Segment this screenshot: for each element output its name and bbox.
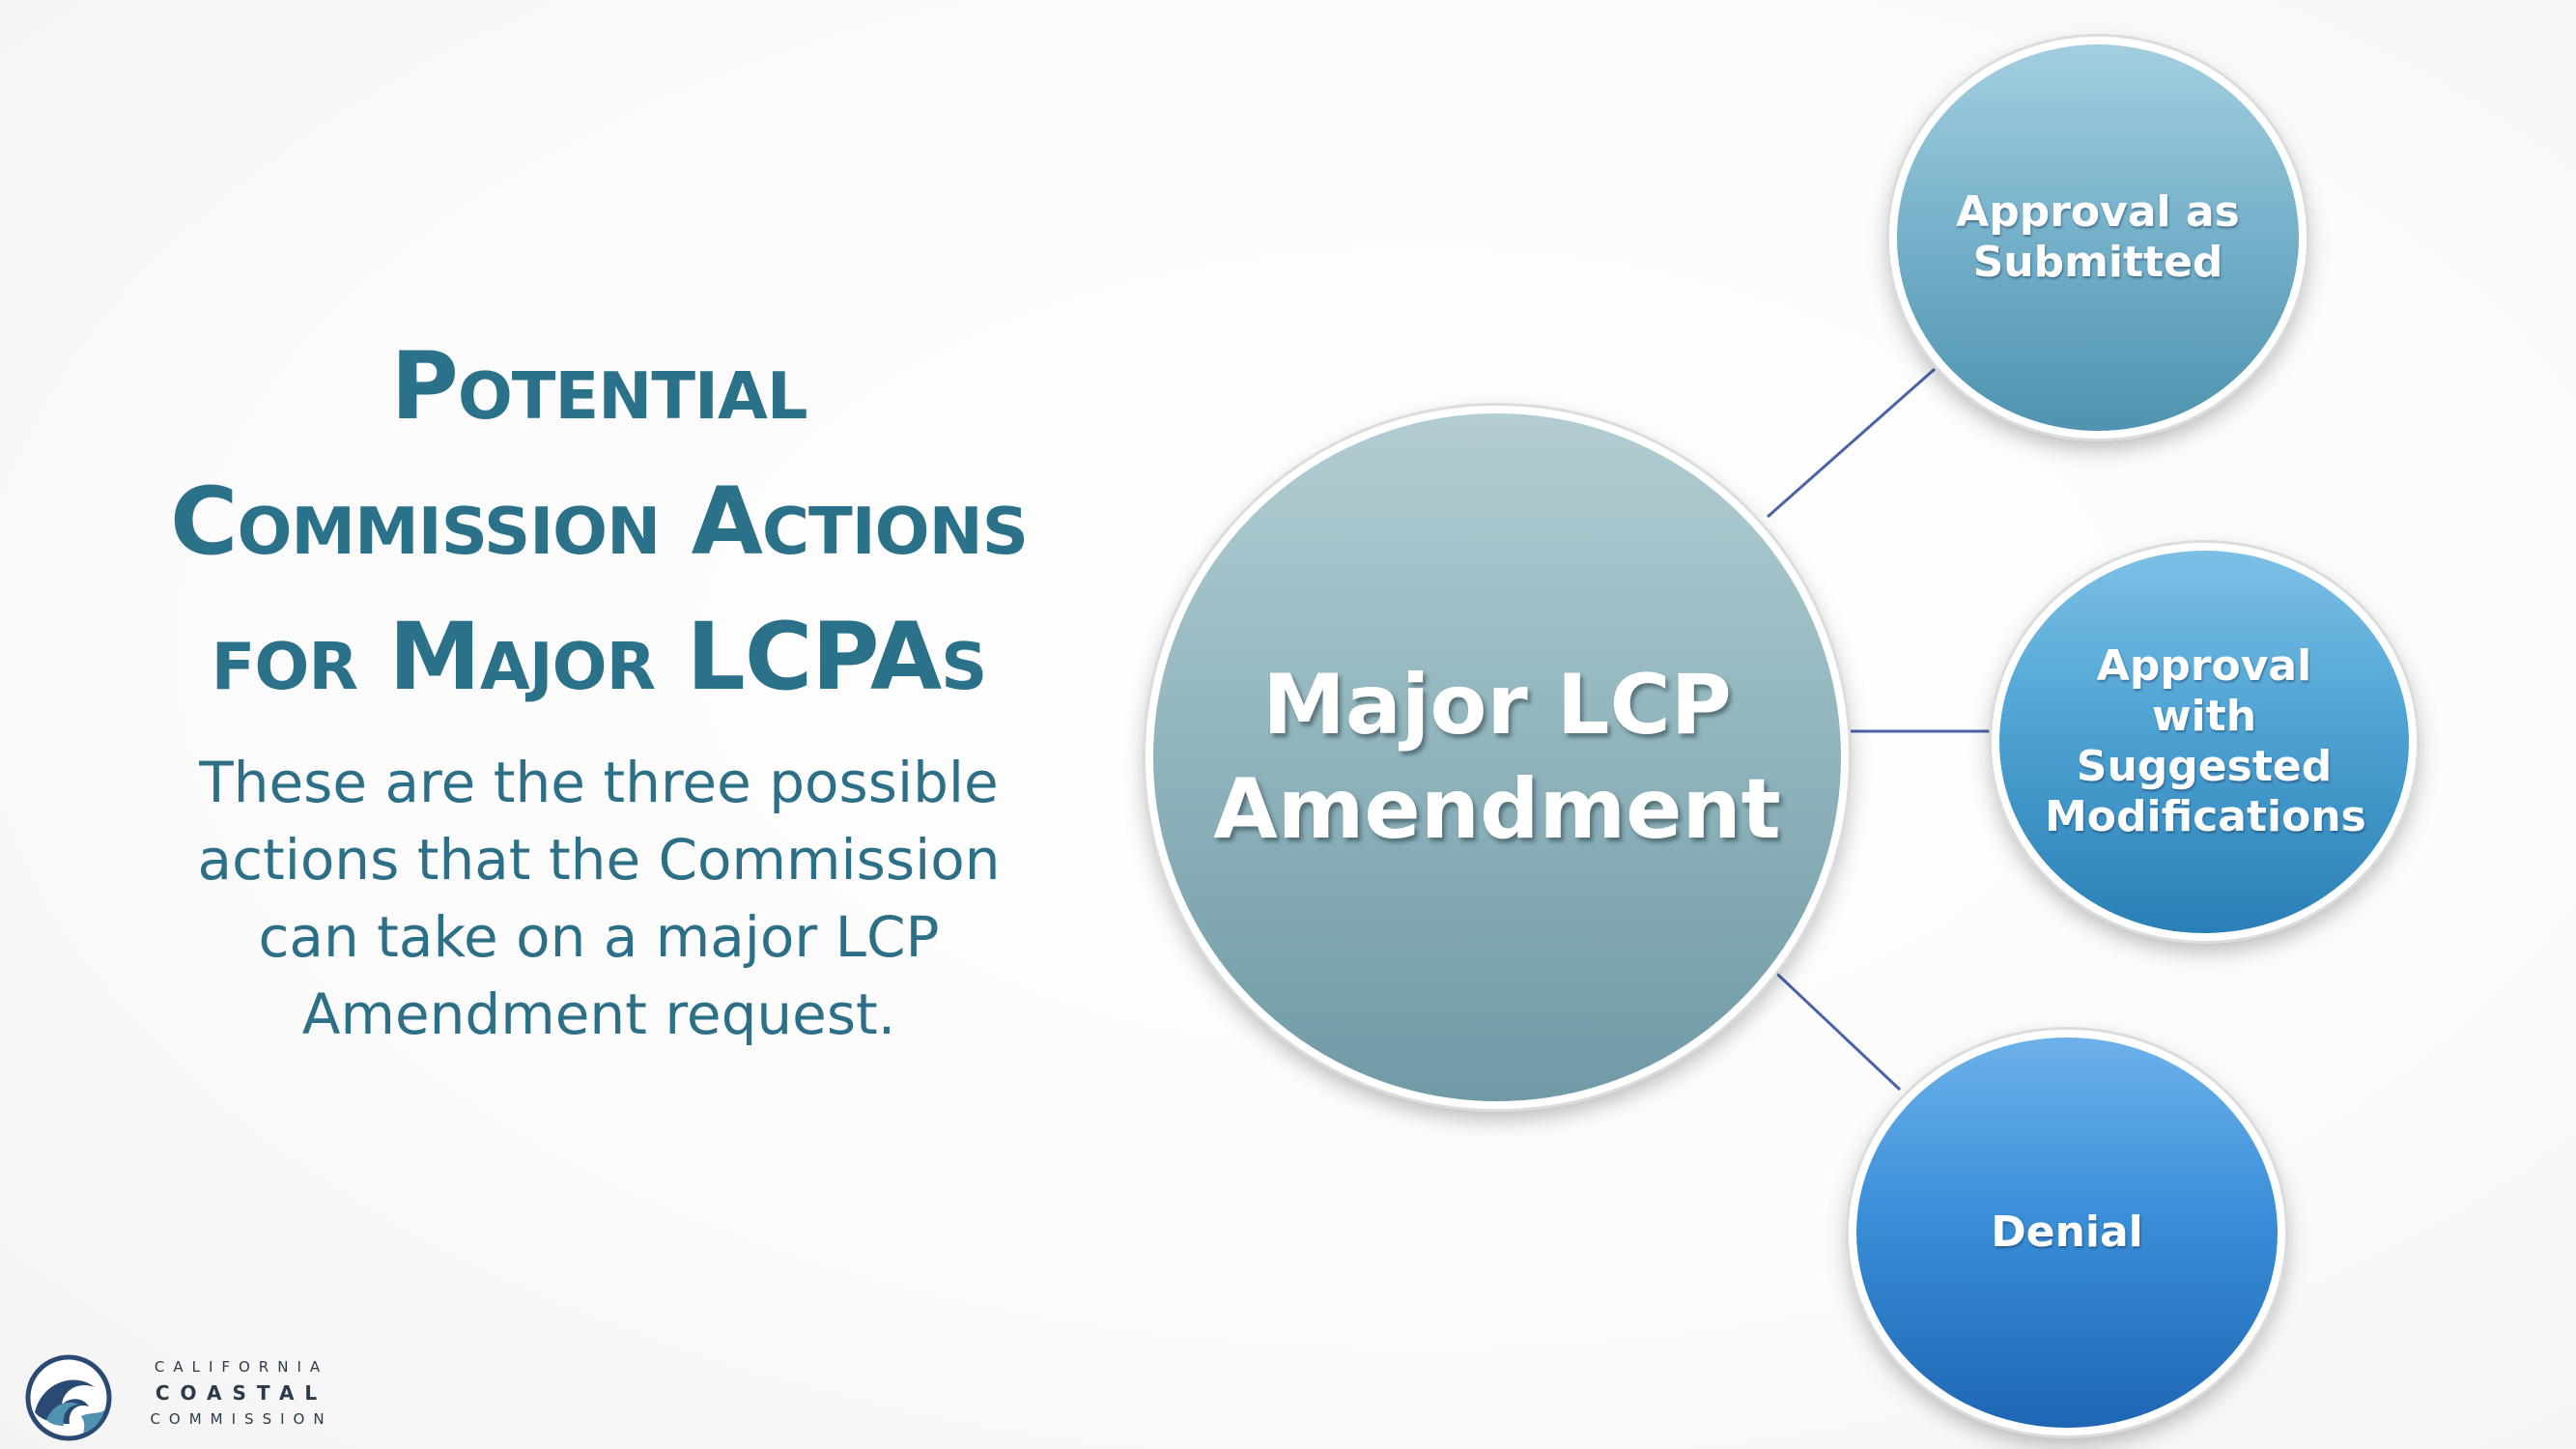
- outcome-label-approval-as-submitted: Approval as Submitted: [1956, 187, 2240, 287]
- coastal-commission-logo: CALIFORNIA COASTAL COMMISSION: [25, 1354, 344, 1441]
- center-node: Major LCP Amendment: [1146, 406, 1849, 1109]
- outcome-node-approval-as-submitted: Approval as Submitted: [1889, 37, 2307, 439]
- title-line-1: Potential: [390, 332, 807, 440]
- logo-wordmark: CALIFORNIA COASTAL COMMISSION: [126, 1354, 357, 1432]
- logo-line-1: CALIFORNIA: [154, 1358, 329, 1376]
- center-node-label: Major LCP Amendment: [1213, 657, 1781, 858]
- connector-denial: [1762, 959, 1902, 1092]
- logo-line-2: COASTAL: [155, 1381, 328, 1405]
- slide-title: Potential Commission Actions for Major L…: [87, 319, 1111, 724]
- outcome-node-approval-with-modifications: Approval with Suggested Modifications: [1992, 543, 2417, 941]
- wave-logo-icon: [25, 1354, 112, 1441]
- outcome-label-denial: Denial: [1991, 1208, 2143, 1257]
- connector-approval-as-submitted: [1767, 367, 1936, 519]
- outcome-node-denial: Denial: [1849, 1030, 2285, 1435]
- title-line-3: for Major LCPAs: [211, 603, 988, 711]
- title-line-2: Commission Actions: [170, 468, 1029, 576]
- logo-line-3: COMMISSION: [150, 1410, 333, 1428]
- outcome-label-approval-with-modifications: Approval with Suggested Modifications: [2045, 641, 2366, 841]
- slide-subtitle: These are the three possible actions tha…: [197, 750, 1001, 1047]
